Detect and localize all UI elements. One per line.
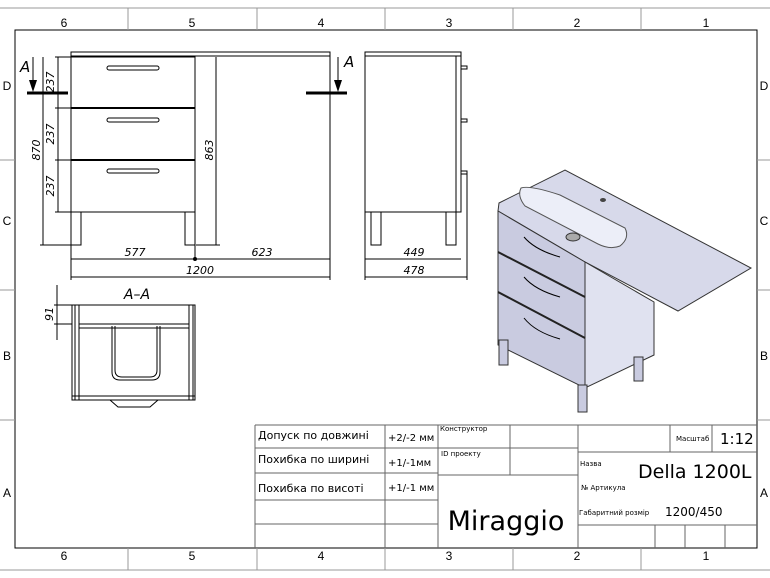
- dim-top: 91: [43, 307, 56, 321]
- column-label: 3: [446, 16, 453, 30]
- tolerance-value: +1/-1мм: [388, 458, 431, 469]
- name-label: Назва: [580, 460, 602, 468]
- dim-left-width: 577: [125, 246, 146, 259]
- column-label: 6: [61, 549, 68, 563]
- row-label: D: [3, 79, 12, 93]
- column-label: 1: [703, 549, 710, 563]
- project-id-label: ID проекту: [441, 450, 481, 458]
- row-label: C: [760, 214, 769, 228]
- size-label: Габаритний розмір: [579, 509, 650, 517]
- tolerance-value: +1/-1 мм: [388, 483, 434, 494]
- dim-height-body: 863: [203, 140, 216, 161]
- brand-name: Miraggio: [448, 506, 565, 537]
- dim-total-width: 1200: [186, 264, 214, 277]
- dim-right-width: 623: [252, 246, 273, 259]
- row-label: D: [760, 79, 769, 93]
- column-label: 5: [189, 549, 196, 563]
- drawing-frame: 6 5 4 3 2 1 6 5 4 3 2 1 D C B A D C B A: [0, 7, 770, 571]
- leg: [445, 211, 457, 246]
- front-view: A A 237 237 237 870 863 577 623 1200: [19, 51, 354, 280]
- tolerance-label: Похибка по висоті: [258, 482, 364, 495]
- section-view: A–A 91: [43, 285, 196, 408]
- dim-depth-body: 449: [404, 246, 425, 259]
- dim-height-total: 870: [30, 140, 43, 161]
- column-label: 4: [318, 549, 325, 563]
- side-view: 449 478: [364, 51, 468, 280]
- leg: [370, 211, 382, 246]
- row-label: C: [3, 214, 12, 228]
- tolerance-value: +2/-2 мм: [388, 433, 434, 444]
- scale-value: 1:12: [720, 430, 754, 448]
- dim-drawer1: 237: [44, 72, 57, 93]
- product-name: Della 1200L: [638, 461, 752, 483]
- section-mark: A: [343, 53, 354, 71]
- isometric-render: [497, 169, 753, 413]
- dim-drawer2: 237: [44, 124, 57, 145]
- column-label: 2: [574, 16, 581, 30]
- scale-label: Масштаб: [676, 435, 709, 443]
- column-label: 5: [189, 16, 196, 30]
- drawer-handle: [106, 117, 160, 123]
- column-label: 3: [446, 549, 453, 563]
- dim-depth-total: 478: [404, 264, 425, 277]
- title-block: Допуск по довжині +2/-2 мм Похибка по ши…: [254, 424, 757, 548]
- row-label: B: [3, 349, 11, 363]
- leg: [184, 211, 196, 246]
- column-label: 4: [318, 16, 325, 30]
- column-label: 6: [61, 16, 68, 30]
- column-label: 2: [574, 549, 581, 563]
- leg: [70, 211, 82, 246]
- tolerance-label: Похибка по ширині: [258, 453, 369, 466]
- column-label: 1: [703, 16, 710, 30]
- section-label: A–A: [123, 287, 150, 303]
- article-label: № Артикула: [581, 484, 626, 492]
- row-label: A: [3, 486, 11, 500]
- drawer-handle: [106, 168, 160, 174]
- section-mark: A: [19, 58, 30, 76]
- designer-label: Конструктор: [440, 425, 488, 433]
- dim-drawer3: 237: [44, 176, 57, 197]
- row-label: B: [760, 349, 768, 363]
- drawer-handle: [106, 65, 160, 71]
- row-label: A: [760, 486, 768, 500]
- size-value: 1200/450: [665, 505, 723, 519]
- tolerance-label: Допуск по довжині: [258, 429, 369, 442]
